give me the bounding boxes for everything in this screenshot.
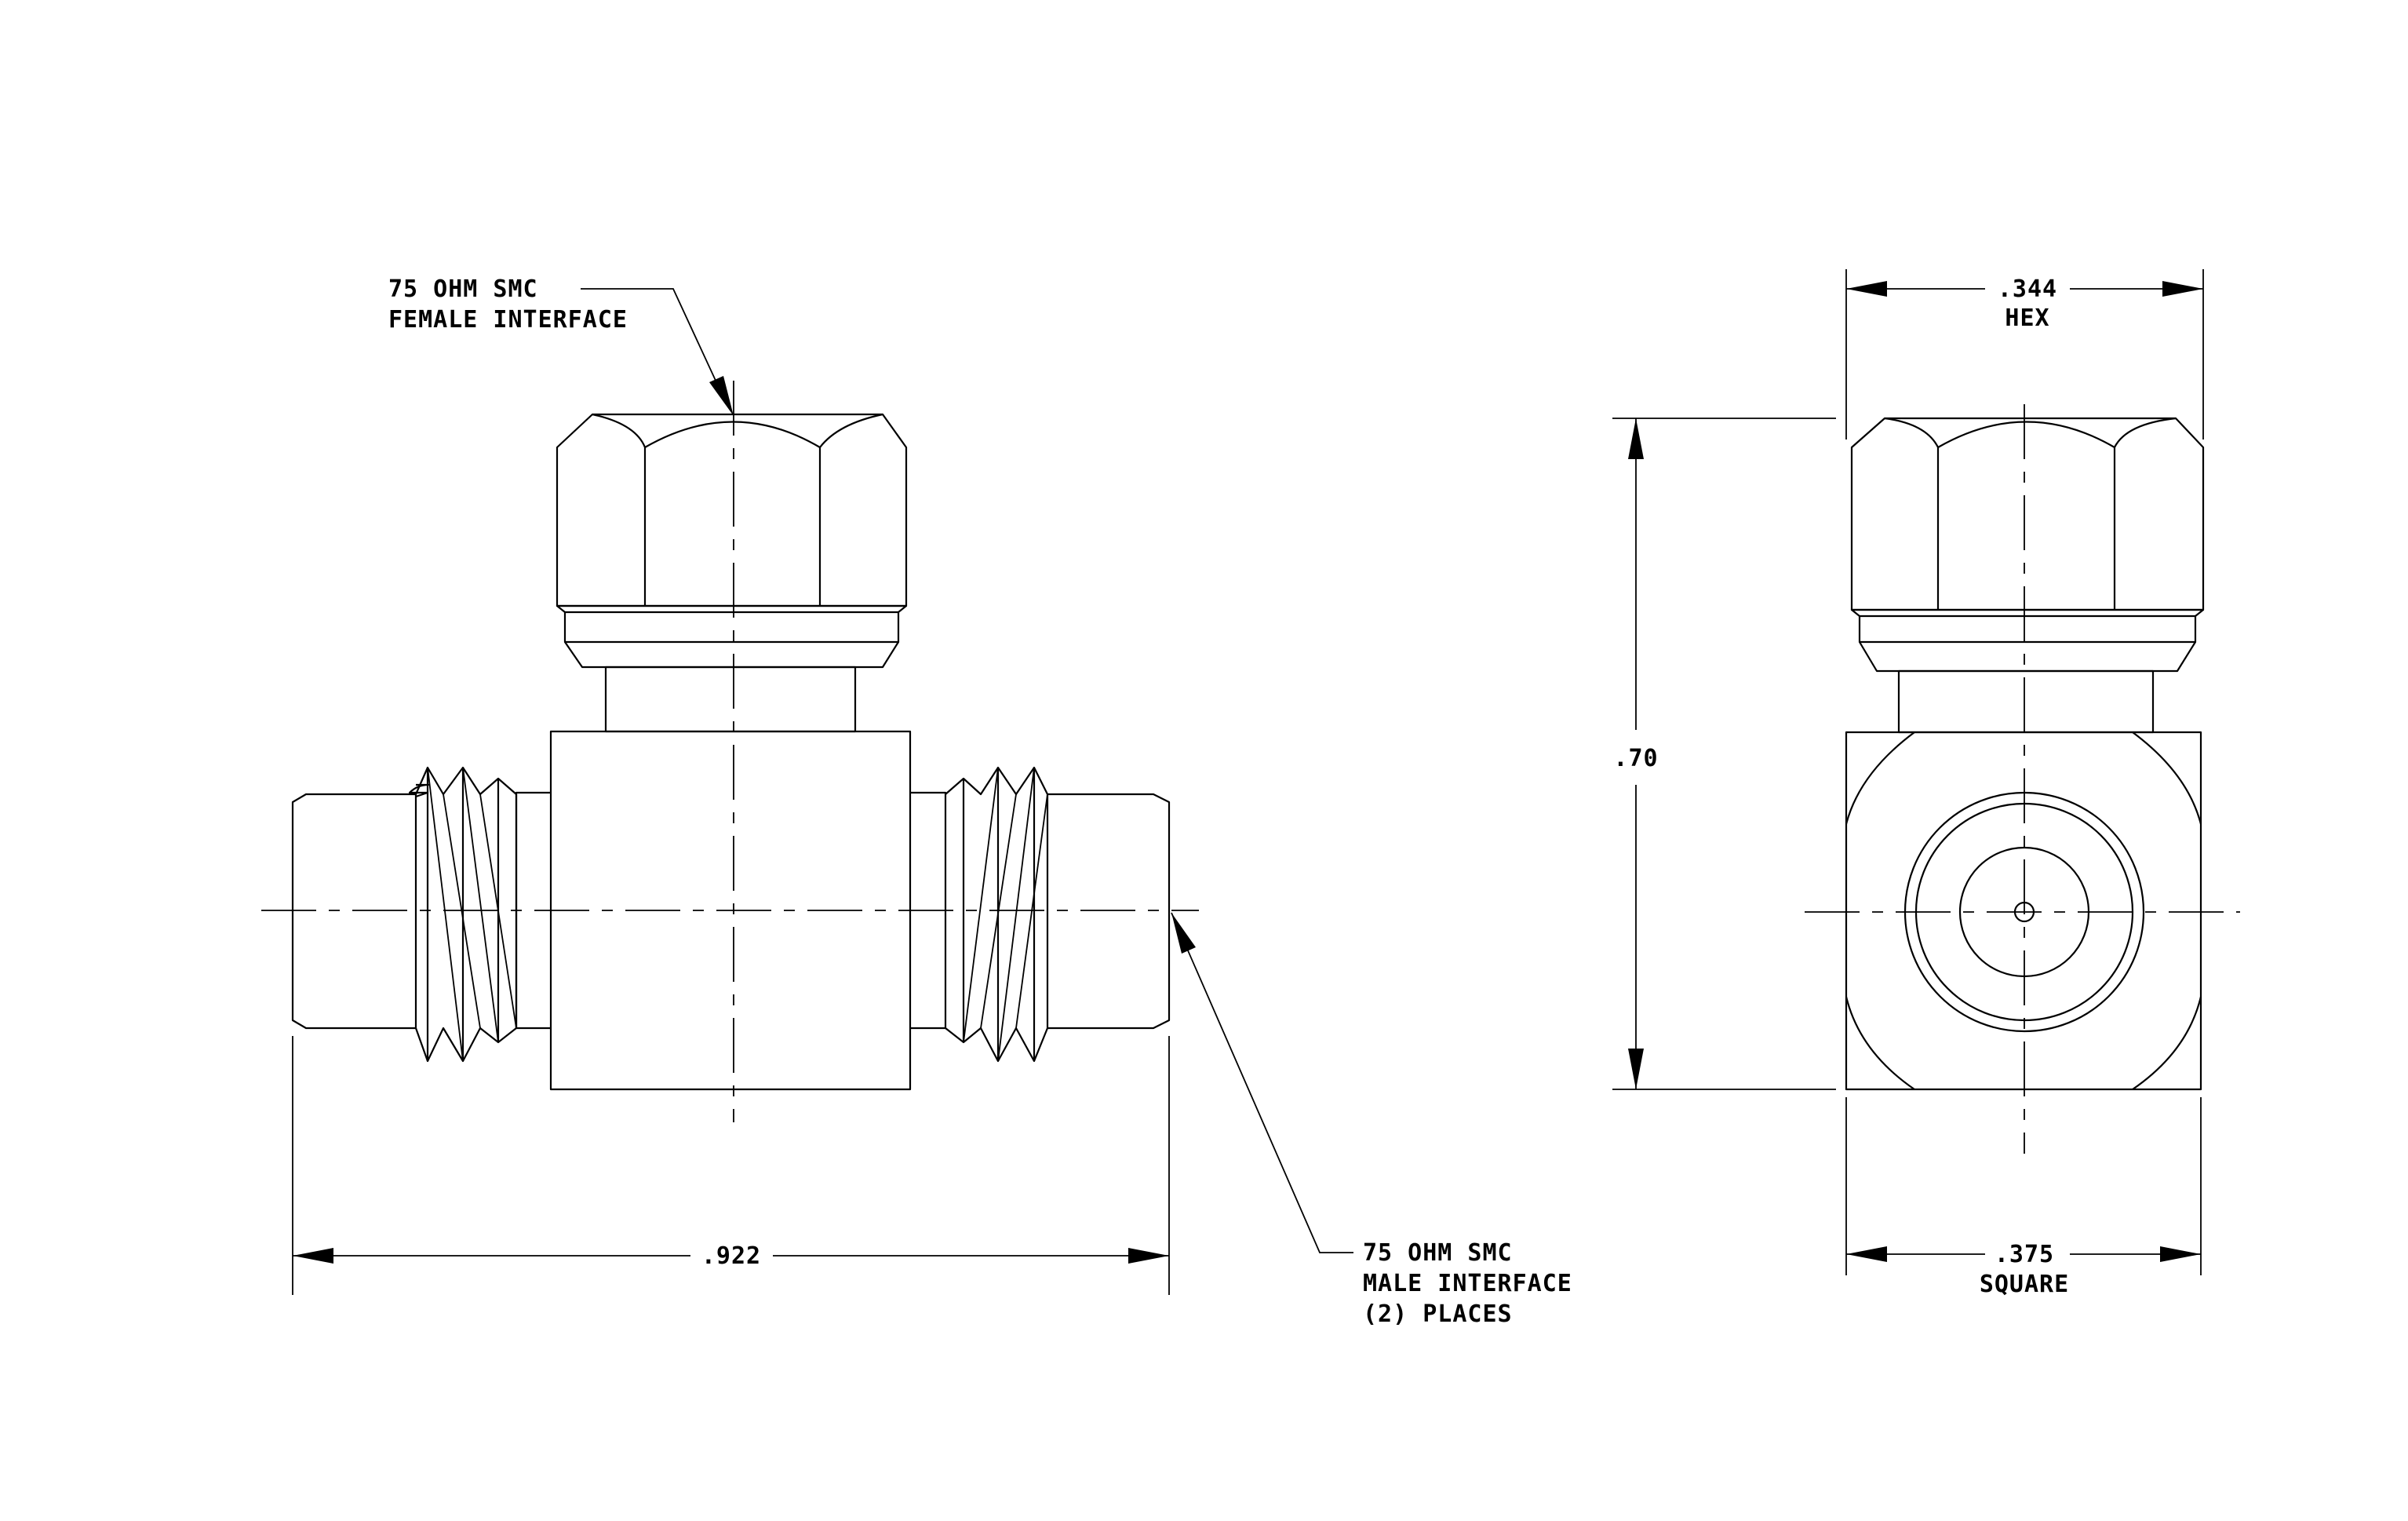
front-left-male-connector xyxy=(291,766,551,1063)
hex-dimension-note: HEX xyxy=(2005,305,2049,332)
female-interface-label-line1: 75 OHM SMC xyxy=(388,275,538,303)
square-dimension: .375 SQUARE xyxy=(1846,1241,2201,1298)
male-interface-label-line2: MALE INTERFACE xyxy=(1363,1270,1572,1297)
male-interface-label-line1: 75 OHM SMC xyxy=(1363,1239,1513,1267)
side-neck xyxy=(1897,669,2155,734)
front-neck xyxy=(604,666,857,733)
square-dimension-note: SQUARE xyxy=(1980,1271,2069,1298)
front-view: .922 75 OHM SMC FEMALE INTERFACE 75 OHM … xyxy=(261,275,1572,1328)
side-hex-nut xyxy=(1850,417,2205,673)
male-interface-callout: 75 OHM SMC MALE INTERFACE (2) PLACES xyxy=(1171,912,1572,1328)
hex-dimension: .344 HEX xyxy=(1846,275,2203,332)
length-dimension: .922 xyxy=(293,1242,1169,1270)
hex-dimension-label: .344 xyxy=(1998,275,2057,303)
height-dimension: .70 xyxy=(1613,418,1658,1089)
side-square-body xyxy=(1845,731,2202,1091)
male-interface-label-line3: (2) PLACES xyxy=(1363,1300,1513,1328)
front-right-male-connector xyxy=(910,766,1171,1063)
side-view: .344 HEX .70 .375 SQUARE xyxy=(1612,269,2240,1298)
female-interface-callout: 75 OHM SMC FEMALE INTERFACE xyxy=(388,275,734,416)
height-dimension-label: .70 xyxy=(1613,745,1658,772)
front-hex-nut xyxy=(556,413,908,669)
square-dimension-label: .375 xyxy=(1995,1241,2054,1268)
length-dimension-label: .922 xyxy=(701,1242,761,1270)
female-interface-label-line2: FEMALE INTERFACE xyxy=(388,306,628,334)
